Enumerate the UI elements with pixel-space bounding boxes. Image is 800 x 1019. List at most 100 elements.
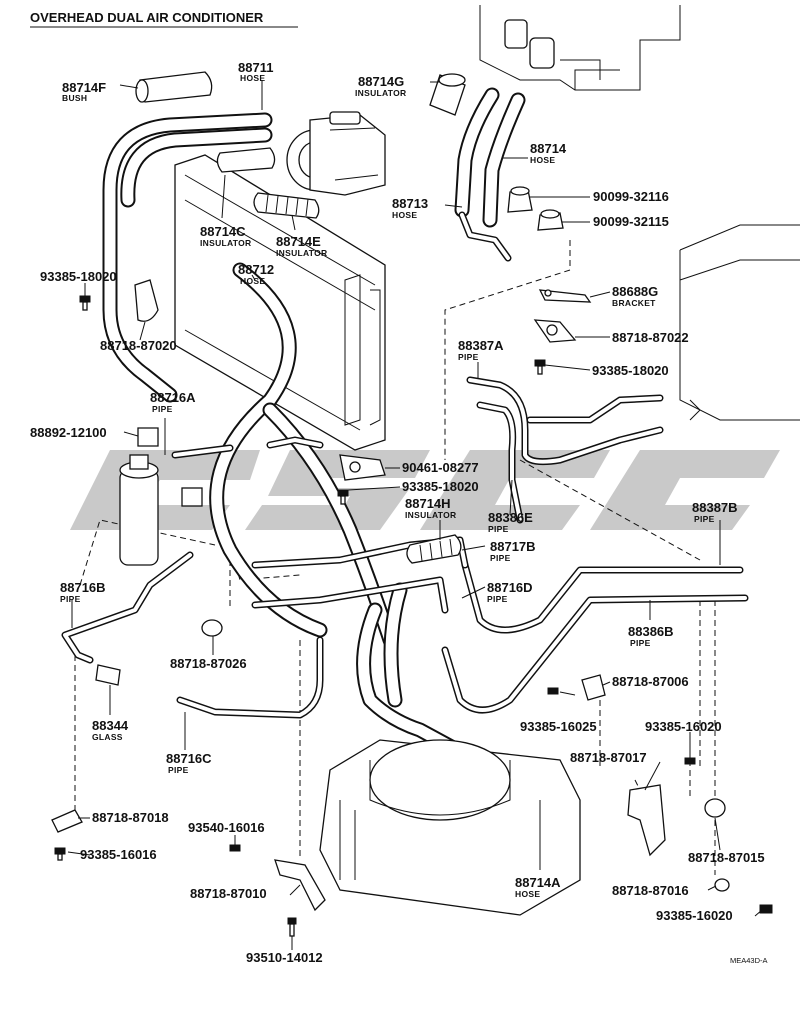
insulator-88714C (216, 147, 276, 173)
label-93385-16016: 93385-16016 (80, 847, 157, 862)
label-88717B: 88717B (490, 539, 536, 554)
pipe-88716B (61, 551, 194, 664)
label-88714: 88714 (530, 141, 567, 156)
label-88718-87022: 88718-87022 (612, 330, 689, 345)
pipe-88386B (441, 594, 749, 714)
label-88387A: 88387A (458, 338, 504, 353)
screw-93510-14012 (287, 917, 297, 937)
compressor (286, 111, 386, 196)
label-88387B-sub: PIPE (694, 514, 715, 524)
label-93385-18020-c: 93385-18020 (402, 479, 479, 494)
label-93385-18020-a: 93385-18020 (40, 269, 117, 284)
bolt-93385-18020-b (534, 359, 546, 375)
label-93385-18020-b: 93385-18020 (592, 363, 669, 378)
bolt-93385-18020-c (337, 489, 349, 505)
label-88714E-sub: INSULATOR (276, 248, 328, 258)
clamp-88718-87022 (533, 319, 577, 343)
label-88716C-sub: PIPE (168, 765, 189, 775)
clamp-88718-87015 (704, 798, 726, 818)
clamp-88718-87006 (581, 674, 606, 701)
hose-88714 (454, 87, 526, 228)
hose-88714A (356, 582, 548, 803)
clamp-90461-08277 (339, 454, 386, 481)
label-88688G: 88688G (612, 284, 658, 299)
label-88714G-sub: INSULATOR (355, 88, 407, 98)
label-88714C: 88714C (200, 224, 246, 239)
part-labels: 88714F BUSH 88711 HOSE 88714G INSULATOR … (30, 60, 768, 965)
label-88714-sub: HOSE (530, 155, 555, 165)
label-88386E: 88386E (488, 510, 533, 525)
label-88712: 88712 (238, 262, 274, 277)
label-88713: 88713 (392, 196, 428, 211)
hose-88713 (458, 211, 512, 262)
bolt-93385-16016 (54, 847, 66, 861)
bolt-93385-16025 (547, 687, 559, 695)
body-panel-right (679, 224, 800, 421)
insulator-88714E (253, 192, 320, 219)
insulator-88714G (429, 73, 466, 116)
label-88714E: 88714E (276, 234, 321, 249)
label-88714G: 88714G (358, 74, 404, 89)
receiver-drier (119, 454, 159, 566)
diagram-title: OVERHEAD DUAL AIR CONDITIONER (30, 10, 264, 25)
label-93385-16020-a: 93385-16020 (645, 719, 722, 734)
pipe-88716A (171, 444, 234, 459)
bolt-93385-16020-b (759, 904, 773, 914)
hose-88711 (102, 112, 273, 403)
bracket-88718-87010 (274, 859, 326, 912)
label-88717B-sub: PIPE (490, 553, 511, 563)
label-88716B: 88716B (60, 580, 106, 595)
label-88714A: 88714A (515, 875, 561, 890)
label-88386B-sub: PIPE (630, 638, 651, 648)
label-88718-87020: 88718-87020 (100, 338, 177, 353)
label-leaders (67, 80, 763, 950)
label-88714H-sub: INSULATOR (405, 510, 457, 520)
label-93540-16016: 93540-16016 (188, 820, 265, 835)
pipe-88716C (176, 636, 324, 719)
label-88711: 88711 (238, 60, 273, 75)
label-88718-87015: 88718-87015 (688, 850, 765, 865)
bracket-88688G (538, 289, 592, 303)
label-88716B-sub: PIPE (60, 594, 81, 604)
label-90099-32115: 90099-32115 (593, 214, 669, 229)
label-88718-87026: 88718-87026 (170, 656, 247, 671)
label-88718-87016: 88718-87016 (612, 883, 689, 898)
label-93510-14012: 93510-14012 (246, 950, 323, 965)
bracket-88718-87017 (627, 784, 666, 857)
label-88718-87006: 88718-87006 (612, 674, 689, 689)
grommet-90099-32116 (507, 186, 533, 213)
clamp-88718-87016 (714, 878, 730, 892)
label-88688G-sub: BRACKET (612, 298, 656, 308)
label-88716A: 88716A (150, 390, 196, 405)
clamp-88718-87026 (201, 619, 223, 637)
pipe-88387A (466, 376, 664, 524)
bolt-93540-16016 (229, 844, 241, 852)
bush-88714F (135, 71, 213, 103)
label-88713-sub: HOSE (392, 210, 417, 220)
label-88716D-sub: PIPE (487, 594, 508, 604)
label-88892-12100: 88892-12100 (30, 425, 107, 440)
bolt-93385-16020-a (684, 757, 696, 765)
label-93385-16025: 93385-16025 (520, 719, 597, 734)
label-88712-sub: HOSE (240, 276, 265, 286)
clamp-88718-87018 (51, 809, 83, 833)
engine-block (479, 5, 681, 91)
label-88718-87018: 88718-87018 (92, 810, 169, 825)
label-88714H: 88714H (405, 496, 451, 511)
grommet-90099-32115 (537, 209, 564, 231)
pipe-88387B (461, 561, 744, 634)
label-90099-32116: 90099-32116 (593, 189, 669, 204)
label-88714C-sub: INSULATOR (200, 238, 252, 248)
label-88711-sub: HOSE (240, 73, 265, 83)
label-88344: 88344 (92, 718, 129, 733)
label-88718-87010: 88718-87010 (190, 886, 267, 901)
diagram-code: MEA43D-A (730, 956, 768, 965)
label-88387B: 88387B (692, 500, 738, 515)
label-88716A-sub: PIPE (152, 404, 173, 414)
label-88344-sub: GLASS (92, 732, 123, 742)
label-93385-16020-b: 93385-16020 (656, 908, 733, 923)
insulator-88714H (406, 534, 462, 564)
label-90461-08277: 90461-08277 (402, 460, 479, 475)
